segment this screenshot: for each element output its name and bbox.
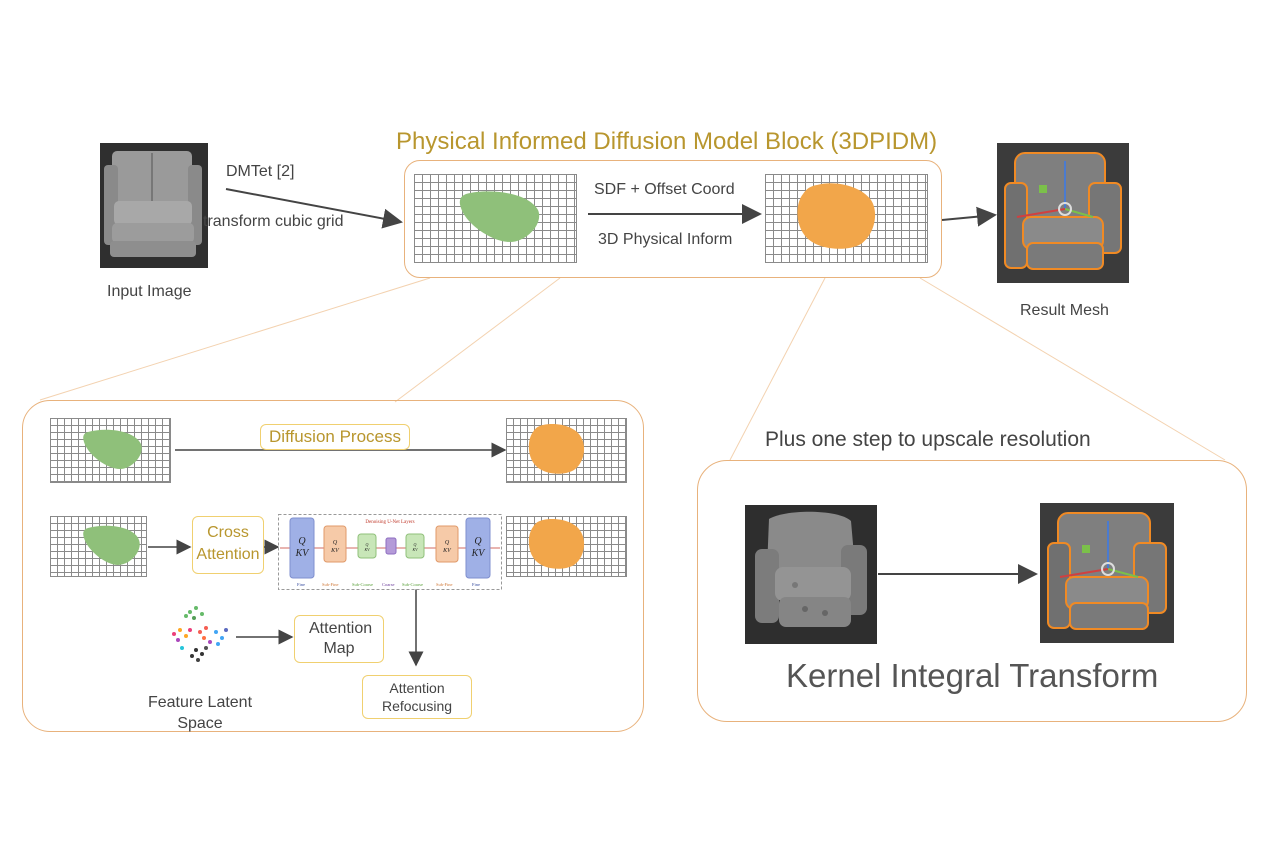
kernel-integral-label: Kernel Integral Transform xyxy=(786,657,1159,694)
diffusion-orange-blob xyxy=(528,424,585,474)
svg-text:Q: Q xyxy=(333,540,338,546)
unet-level-label: Sub-Fine xyxy=(436,582,453,587)
svg-text:Q: Q xyxy=(414,542,417,547)
svg-text:KV: KV xyxy=(411,547,418,552)
diagram-title: Physical Informed Diffusion Model Block … xyxy=(396,128,938,155)
upscaled-mesh-image xyxy=(1040,503,1174,643)
unet-block-coarse xyxy=(385,537,397,555)
result-mesh-image xyxy=(997,143,1129,283)
pidm-block xyxy=(404,160,942,278)
chair-result-drawing xyxy=(1004,152,1122,270)
svg-text:Q: Q xyxy=(445,540,450,546)
unet-level-label: Coarse xyxy=(382,582,395,587)
attention-refocusing-label: Attention Refocusing xyxy=(381,680,453,714)
sdf-offset-label: SDF + Offset Coord xyxy=(594,181,735,198)
grid-to-result-arrow xyxy=(941,206,997,227)
svg-text:KV: KV xyxy=(442,548,452,554)
orange-blob xyxy=(797,183,876,249)
diffusion-detail-panel xyxy=(22,400,644,732)
svg-text:Q: Q xyxy=(474,536,482,547)
input-image xyxy=(100,143,208,268)
unet-level-label: Fine xyxy=(472,582,480,587)
svg-text:KV: KV xyxy=(363,547,370,552)
unet-block-subfine-right xyxy=(435,525,459,563)
chair-input-drawing xyxy=(104,151,202,257)
diffusion-green-blob xyxy=(83,429,142,469)
feature-latent-label: Feature Latent Space xyxy=(147,694,253,732)
svg-text:Q: Q xyxy=(298,536,306,547)
upscale-panel xyxy=(697,460,1247,722)
svg-text:KV: KV xyxy=(330,548,340,554)
dmtet-label: DMTet [2] xyxy=(226,163,295,180)
attention-map-box: Attention Map xyxy=(294,615,384,663)
svg-text:KV: KV xyxy=(471,548,487,559)
physical-inform-label: 3D Physical Inform xyxy=(598,231,733,248)
unet-level-label: Sub-Coarse xyxy=(402,582,423,587)
attention-orange-blob xyxy=(528,519,585,569)
input-image-label: Input Image xyxy=(107,283,192,300)
svg-text:KV: KV xyxy=(295,548,311,559)
unet-block-fine-left xyxy=(289,517,315,579)
unet-level-label: Sub-Fine xyxy=(322,582,339,587)
unet-title: Denoising U-Net Layers xyxy=(365,520,414,525)
result-mesh-label: Result Mesh xyxy=(1020,302,1109,319)
diffusion-process-box: Diffusion Process xyxy=(260,424,410,450)
unet-figure: Denoising U-Net Layers Q KV Q KV Q KV Q … xyxy=(278,514,502,590)
chair-coarse-drawing xyxy=(755,511,867,627)
unet-block-fine-right xyxy=(465,517,491,579)
feature-latent-scatter xyxy=(172,606,228,662)
attention-map-label: Attention Map xyxy=(309,620,373,657)
unet-level-label: Sub-Coarse xyxy=(352,582,373,587)
diffusion-process-label: Diffusion Process xyxy=(269,427,401,446)
unet-block-subfine-left xyxy=(323,525,347,563)
cross-attention-label: Cross Attention xyxy=(196,524,260,563)
unet-level-label: Fine xyxy=(297,582,305,587)
green-blob xyxy=(459,191,540,242)
attention-refocusing-box: Attention Refocusing xyxy=(362,675,472,719)
chair-upscaled-drawing xyxy=(1047,512,1167,630)
transform-label: transform cubic grid xyxy=(203,213,344,230)
input-to-grid-arrow xyxy=(225,188,403,229)
attention-green-blob xyxy=(83,525,140,565)
upscale-label: Plus one step to upscale resolution xyxy=(765,428,1091,451)
unet-block-subcoarse-left xyxy=(357,533,377,559)
diffusion-input-grid xyxy=(50,418,171,483)
coarse-mesh-image xyxy=(745,505,877,644)
svg-text:Q: Q xyxy=(366,542,369,547)
unet-block-subcoarse-right xyxy=(405,533,425,559)
cross-attention-box: Cross Attention xyxy=(192,516,264,574)
